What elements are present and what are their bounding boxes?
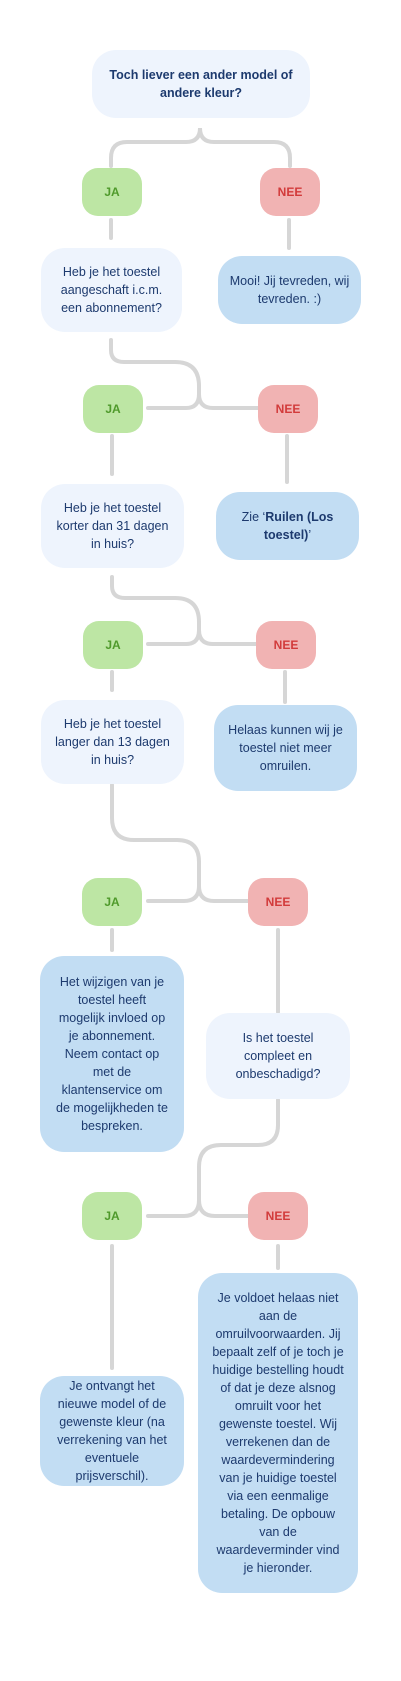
question-1-text: Heb je het toestel aangeschaft i.c.m. ee…: [60, 265, 163, 315]
answer-no-2-prefix: Zie ‘: [241, 510, 266, 524]
no-badge-4: NEE: [248, 878, 308, 926]
connector-q3-branch: [110, 783, 201, 903]
connector-q1-nee: [197, 392, 260, 410]
no-label: NEE: [265, 895, 291, 909]
question-4-text: Is het toestel compleet en onbeschadigd?: [235, 1031, 321, 1081]
yes-badge-5: JA: [82, 1192, 142, 1240]
answer-no-3: Helaas kunnen wij je toestel niet meer o…: [214, 705, 357, 791]
answer-no-1-text: Mooi! Jij tevreden, wij tevreden. :): [229, 274, 350, 306]
question-3: Heb je het toestel langer dan 13 dagen i…: [41, 700, 184, 784]
yes-badge-3: JA: [83, 621, 143, 669]
no-badge-3: NEE: [256, 621, 316, 669]
answer-no-5: Je voldoet helaas niet aan de omruilvoor…: [198, 1273, 358, 1593]
yes-badge-2: JA: [83, 385, 143, 433]
yes-label: JA: [105, 638, 121, 652]
answer-no-5-text: Je voldoet helaas niet aan de omruilvoor…: [212, 1291, 344, 1575]
connector-top-brace: [109, 127, 292, 168]
no-label: NEE: [273, 638, 299, 652]
connector-q2-branch: [110, 575, 201, 646]
no-badge-2: NEE: [258, 385, 318, 433]
intro-question-text: Toch liever een ander model of andere kl…: [109, 68, 293, 100]
yes-label: JA: [104, 1209, 120, 1223]
answer-yes-4: Het wijzigen van je toestel heeft mogeli…: [40, 956, 184, 1152]
intro-question: Toch liever een ander model of andere kl…: [92, 50, 310, 118]
no-label: NEE: [275, 402, 301, 416]
answer-no-2-text: Zie ‘Ruilen (Los toestel)’: [226, 508, 349, 544]
answer-yes-5: Je ontvangt het nieuwe model of de gewen…: [40, 1376, 184, 1486]
no-label: NEE: [277, 185, 303, 199]
no-label: NEE: [265, 1209, 291, 1223]
question-2-text: Heb je het toestel korter dan 31 dagen i…: [56, 501, 169, 551]
question-2: Heb je het toestel korter dan 31 dagen i…: [41, 484, 184, 568]
yes-badge-4: JA: [82, 878, 142, 926]
answer-no-3-text: Helaas kunnen wij je toestel niet meer o…: [228, 723, 343, 773]
no-badge-1: NEE: [260, 168, 320, 216]
no-badge-5: NEE: [248, 1192, 308, 1240]
answer-no-1: Mooi! Jij tevreden, wij tevreden. :): [218, 256, 361, 324]
connector-q1-branch: [109, 338, 201, 410]
connector-q4-branch: [146, 1098, 280, 1218]
yes-label: JA: [104, 895, 120, 909]
answer-no-2-suffix: ’: [308, 528, 312, 542]
question-3-text: Heb je het toestel langer dan 13 dagen i…: [55, 717, 170, 767]
answer-yes-4-text: Het wijzigen van je toestel heeft mogeli…: [56, 975, 168, 1133]
question-4: Is het toestel compleet en onbeschadigd?: [206, 1013, 350, 1099]
yes-label: JA: [105, 402, 121, 416]
yes-badge-1: JA: [82, 168, 142, 216]
answer-no-2: Zie ‘Ruilen (Los toestel)’: [216, 492, 359, 560]
question-1: Heb je het toestel aangeschaft i.c.m. ee…: [41, 248, 182, 332]
connector-q4-nee: [197, 1198, 250, 1218]
ruilen-los-toestel-link[interactable]: Ruilen (Los toestel): [263, 510, 334, 542]
connector-q2-nee: [197, 628, 258, 646]
answer-yes-5-text: Je ontvangt het nieuwe model of de gewen…: [57, 1379, 167, 1483]
yes-label: JA: [104, 185, 120, 199]
connector-q3-nee: [197, 884, 250, 903]
